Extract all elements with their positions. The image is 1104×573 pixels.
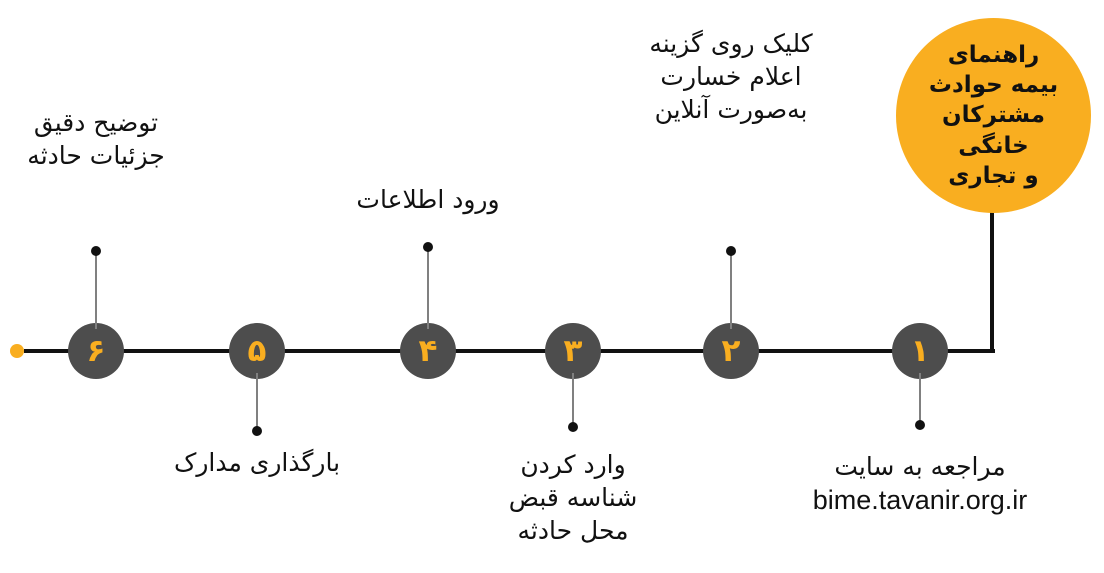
step-caption-1: مراجعه به سایت bime.tavanir.org.ir	[813, 450, 1028, 519]
step-node-4[interactable]: ۴	[400, 323, 456, 379]
step-caption-text-1: مراجعه به سایت	[834, 452, 1006, 481]
step-caption-3: وارد کردن شناسه قبض محل حادثه	[509, 448, 638, 547]
step-caption-text-5: بارگذاری مدارک	[173, 448, 341, 477]
timeline-axis-line	[60, 349, 995, 353]
step-pin-dot-5	[252, 426, 262, 436]
step-stem-2	[730, 251, 732, 329]
step-node-2[interactable]: ۲	[703, 323, 759, 379]
step-caption-text-6: توضیح دقیق جزئیات حادثه	[27, 108, 165, 170]
timeline-end-dot-icon	[10, 344, 24, 358]
step-pin-dot-6	[91, 246, 101, 256]
step-url-1[interactable]: bime.tavanir.org.ir	[812, 485, 1028, 515]
step-number-6: ۶	[86, 332, 106, 369]
step-caption-text-4: ورود اطلاعات	[356, 185, 500, 214]
timeline-axis-stub	[24, 349, 64, 353]
title-connector-vertical	[990, 212, 994, 353]
step-node-6[interactable]: ۶	[68, 323, 124, 379]
title-bubble-text: راهنمای بیمه حوادث مشترکان خانگی و تجاری	[928, 41, 1059, 190]
title-connector-horizontal	[916, 349, 994, 353]
step-number-4: ۴	[418, 332, 438, 369]
step-caption-4: ورود اطلاعات	[356, 183, 499, 216]
step-number-5: ۵	[247, 332, 267, 369]
step-pin-dot-4	[423, 242, 433, 252]
step-pin-dot-2	[726, 246, 736, 256]
step-node-1[interactable]: ۱	[892, 323, 948, 379]
step-node-5[interactable]: ۵	[229, 323, 285, 379]
step-caption-6: توضیح دقیق جزئیات حادثه	[27, 106, 164, 172]
step-caption-text-3: وارد کردن شناسه قبض محل حادثه	[508, 450, 638, 545]
step-stem-3	[572, 373, 574, 427]
step-caption-2: کلیک روی گزینه اعلام خسارت به‌صورت آنلای…	[649, 27, 812, 126]
step-number-2: ۲	[721, 332, 741, 369]
title-bubble: راهنمای بیمه حوادث مشترکان خانگی و تجاری	[896, 18, 1091, 213]
step-caption-5: بارگذاری مدارک	[174, 446, 340, 479]
step-caption-text-2: کلیک روی گزینه اعلام خسارت به‌صورت آنلای…	[649, 29, 813, 124]
step-number-1: ۱	[910, 332, 930, 369]
step-stem-4	[427, 247, 429, 329]
step-node-3[interactable]: ۳	[545, 323, 601, 379]
step-stem-6	[95, 251, 97, 329]
step-stem-5	[256, 373, 258, 431]
step-number-3: ۳	[563, 332, 583, 369]
step-pin-dot-1	[915, 420, 925, 430]
step-stem-1	[919, 373, 921, 425]
step-pin-dot-3	[568, 422, 578, 432]
